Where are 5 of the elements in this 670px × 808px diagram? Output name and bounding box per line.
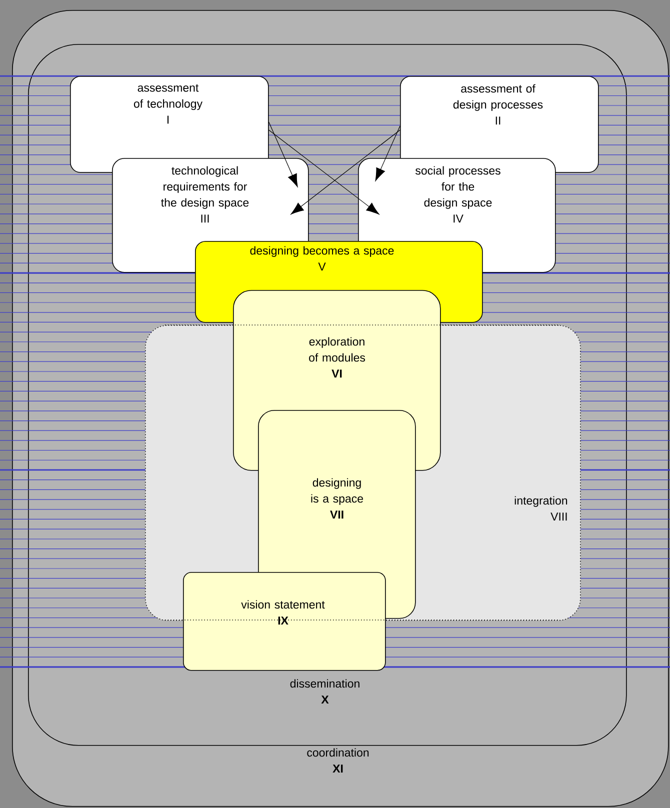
arrow	[268, 122, 298, 188]
arrow	[268, 130, 380, 215]
arrow	[290, 130, 400, 215]
process-box: vision statement IX	[183, 572, 386, 671]
arrow	[375, 126, 400, 182]
